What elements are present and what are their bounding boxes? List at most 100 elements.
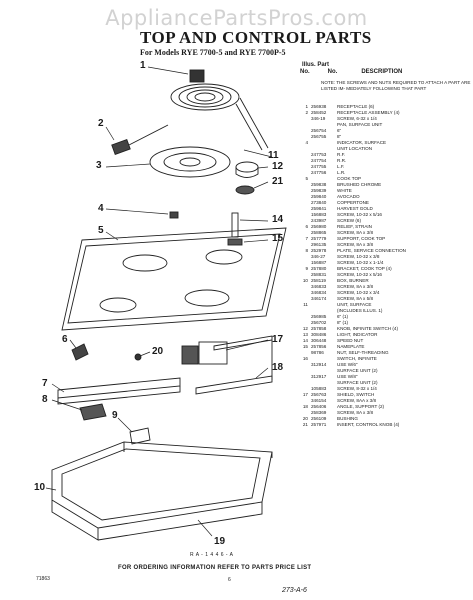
part-no: 273840 xyxy=(311,200,327,205)
watermark: AppliancePartsPros.com xyxy=(105,6,368,30)
part-description: SCREW, 8A x 3/8 xyxy=(337,242,373,247)
col-description: DESCRIPTION xyxy=(361,69,403,75)
part-description: PLATE, SERVICE CONNECTION xyxy=(337,248,407,253)
callout-4: 4 xyxy=(98,203,104,214)
part-description: UNIT, SURFACE xyxy=(337,302,372,307)
parts-row: 247756 L.R. xyxy=(300,170,470,176)
part-no: 256985 xyxy=(311,314,327,319)
part-description: SURFACE UNIT (2) xyxy=(337,368,378,373)
part-no: 312917 xyxy=(311,374,327,379)
callout-6: 6 xyxy=(62,334,68,345)
part-description: SCREW, 10-32 x 5/16 xyxy=(337,212,382,217)
part-description: COOK TOP xyxy=(337,176,362,181)
part-description: 8" (1) xyxy=(337,320,349,325)
callout-8: 8 xyxy=(42,394,48,405)
callout-7: 7 xyxy=(42,378,48,389)
part-description: BRACKET, COOK TOP (4) xyxy=(337,266,392,271)
callout-10: 10 xyxy=(34,482,46,493)
illus-no: 15 xyxy=(302,344,308,349)
knob-insert xyxy=(235,185,255,195)
part-description: SCREW, 8A x 3/8 xyxy=(337,410,373,415)
surface-element xyxy=(170,69,269,151)
part-no: 256702 xyxy=(311,320,327,325)
parts-row: SURFACE UNIT (2) xyxy=(300,368,470,374)
part-no: 258119 xyxy=(311,278,326,283)
cook-top xyxy=(61,227,287,331)
part-description: COPPERTONE xyxy=(337,200,369,205)
part-no: 105883 xyxy=(311,386,327,391)
page-title: TOP AND CONTROL PARTS xyxy=(140,28,372,47)
part-no: 257858 xyxy=(311,326,327,331)
part-description: RECEPTACLE ASSEMBLY (4) xyxy=(337,110,400,115)
ordering-note: FOR ORDERING INFORMATION REFER TO PARTS … xyxy=(118,565,312,571)
part-no: 257779 xyxy=(311,236,327,241)
part-description: SCREW, 10-32 x 1-1/4 xyxy=(337,260,384,265)
part-description: PAN, SURFACE UNIT xyxy=(337,122,383,127)
part-no: 156883 xyxy=(311,212,327,217)
parts-row: 256702 8" (1) xyxy=(300,320,470,326)
callout-1: 1 xyxy=(140,60,146,71)
illus-no: 21 xyxy=(302,422,308,427)
part-description: WHITE xyxy=(337,188,352,193)
handwritten-reference: 273-A-6 xyxy=(282,587,307,594)
part-description: SURFACE UNIT (2) xyxy=(337,380,378,385)
part-no: 256109 xyxy=(311,416,327,421)
part-no: 257856 xyxy=(311,344,327,349)
part-no: 259841 xyxy=(311,206,327,211)
part-no: 247755 xyxy=(311,164,327,169)
illus-no: 11 xyxy=(303,302,308,307)
speed-nut xyxy=(227,212,243,246)
callout-9: 9 xyxy=(112,410,118,421)
part-description: SCREW, 10-32 x 3/4 xyxy=(337,290,380,295)
part-description: SHIELD, SWITCH xyxy=(337,392,375,397)
part-no: 346833 xyxy=(311,284,327,289)
part-description: SCREW, 8A x 5/8 xyxy=(337,296,373,301)
parts-row: 11 UNIT, SURFACE xyxy=(300,302,470,308)
part-no: 247756 xyxy=(311,170,327,175)
part-description: SCREW, 8A x 3/8 xyxy=(337,284,373,289)
receptacle xyxy=(111,124,169,156)
part-no: 346-27 xyxy=(311,254,326,259)
col-illus-part: Illus. Part xyxy=(302,62,330,68)
part-no: 258452 xyxy=(311,110,327,115)
part-no: 256763 xyxy=(311,392,327,397)
parts-row: UNIT LOCATION xyxy=(300,146,470,152)
part-no: 247753 xyxy=(311,152,327,157)
part-description: USE W/6" xyxy=(337,362,358,367)
part-no: 256754 xyxy=(311,128,327,133)
service-plate xyxy=(79,403,107,421)
part-description: SCREW, 6-32 x 1/4 xyxy=(337,116,377,121)
part-no: 306448 xyxy=(311,338,327,343)
callout-19: 19 xyxy=(214,536,226,547)
part-description: L.R. xyxy=(337,170,346,175)
callout-12: 12 xyxy=(272,161,284,172)
illus-no: 8 xyxy=(305,248,308,253)
illus-no: 18 xyxy=(302,404,308,409)
callout-5: 5 xyxy=(98,225,104,236)
cook-top-support xyxy=(57,377,181,405)
